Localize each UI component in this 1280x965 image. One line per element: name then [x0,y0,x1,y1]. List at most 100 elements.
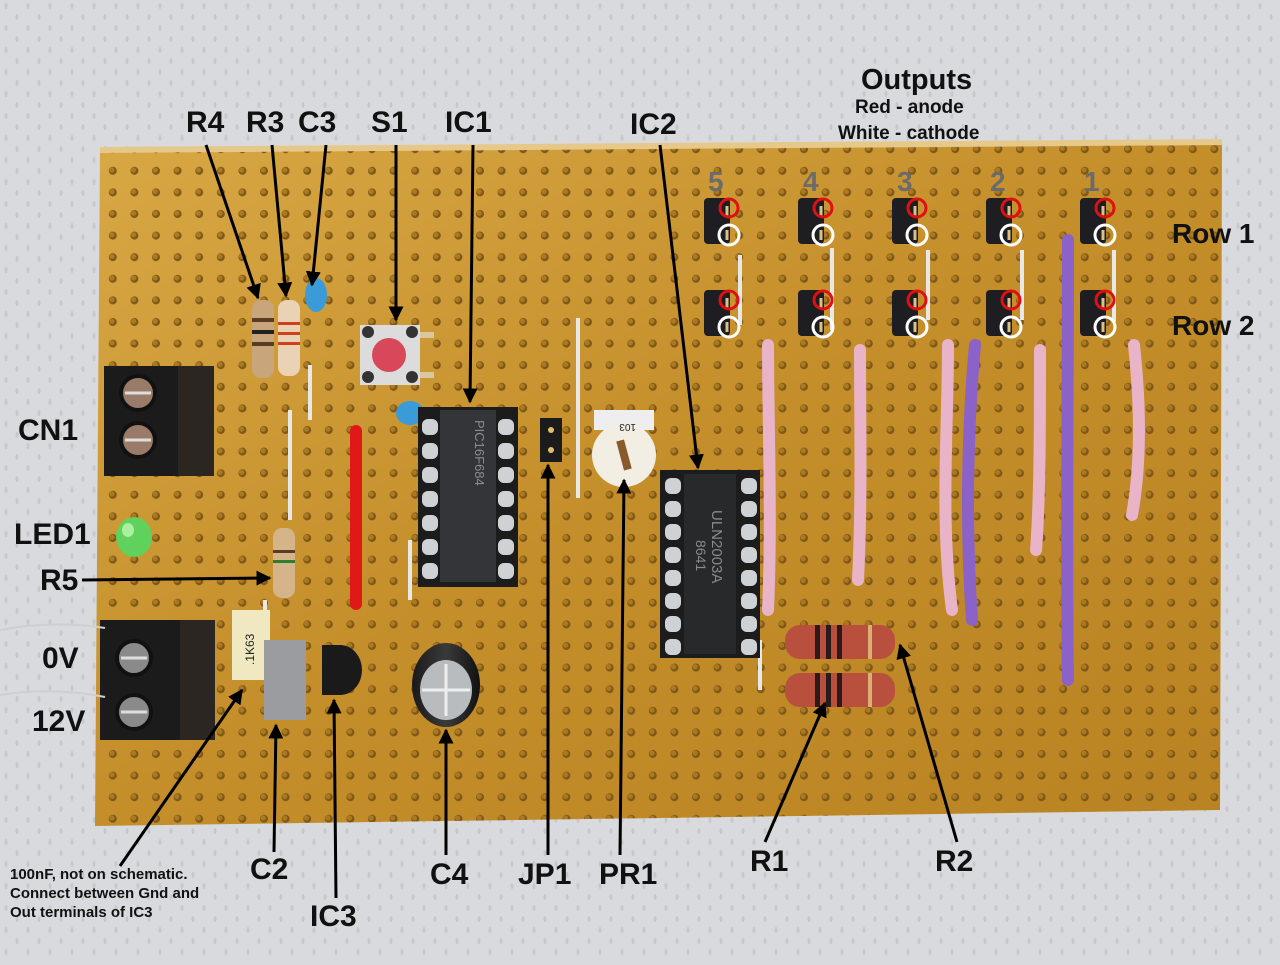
ic-pin [498,539,514,555]
arrow-c2 [268,723,284,853]
anode-marker [1000,289,1022,311]
ic-pin [422,443,438,459]
pin-header-col1-row1 [1080,197,1117,247]
cn1-terminal-block [104,366,214,476]
pin-header-body [798,290,824,336]
pin-header-col4-row2 [798,289,835,339]
ic-pin [665,547,681,563]
label-s1: S1 [371,106,408,139]
note-line-3: Out terminals of IC3 [10,904,153,921]
ic-pin [498,491,514,507]
ic-pin [741,478,757,494]
cathode-marker [1093,315,1117,339]
arrow-note [118,688,244,867]
c2-capacitor: .1K63 [232,610,306,720]
ic-pin [741,593,757,609]
pin-header-col3-row2 [892,289,929,339]
ic-pin [498,515,514,531]
c4-electrolytic-capacitor [412,643,480,727]
output-column-2: 2 [990,166,1006,197]
arrow-c3 [305,144,328,287]
ic-pin [741,639,757,655]
ic-pin [665,593,681,609]
label-12v: 12V [32,705,86,738]
pin-header-body [892,198,918,244]
outputs-title: Outputs [861,64,973,96]
c2-marking: .1K63 [243,633,257,665]
ic-pin [665,570,681,586]
outputs-cathode-legend: White - cathode [838,123,980,144]
anode-marker [1000,197,1022,219]
arrow-r2 [896,643,959,843]
pin-header-body [1080,198,1106,244]
s1-pushbutton [360,325,434,385]
annotation-arrows [81,144,959,899]
ic1-marking: PIC16F684 [472,420,487,486]
label-r5: R5 [40,564,79,597]
label-r1: R1 [750,845,789,878]
ic-pin [422,563,438,579]
arrow-r5 [81,570,272,586]
note-line-1: 100nF, not on schematic. [10,866,188,883]
label-cn1: CN1 [18,414,79,447]
anode-marker [718,197,740,219]
label-jp1: JP1 [518,858,572,891]
cathode-marker [1093,223,1117,247]
ic-pin [498,443,514,459]
cathode-marker [811,223,835,247]
pin-header-col5-row2 [704,289,741,339]
pr1-trimpot: 103 [592,410,656,487]
wire-links [263,234,1145,690]
ic-pin [665,616,681,632]
label-led1: LED1 [14,518,91,551]
ic-pin [422,491,438,507]
output-column-3: 3 [897,166,913,197]
note-100nf: 100nF, not on schematic. Connect between… [10,865,199,922]
label-pr1: PR1 [599,858,658,891]
ic-pin [422,467,438,483]
label-c3: C3 [298,106,337,139]
pin-header-col2-row2 [986,289,1023,339]
cathode-marker [717,223,741,247]
arrow-r4 [204,144,261,300]
label-c2: C2 [250,853,289,886]
ic-pin [665,524,681,540]
label-ic3: IC3 [310,900,357,933]
ic-pin [741,547,757,563]
ic-pin [665,478,681,494]
output-pin-headers [704,197,1117,339]
pin-header-col3-row1 [892,197,929,247]
label-r3: R3 [246,106,285,139]
label-r4: R4 [186,106,225,139]
label-r2: R2 [935,845,974,878]
pin-header-col4-row1 [798,197,835,247]
ic-pin [422,515,438,531]
ic2-marking-1: ULN2003A [708,510,725,583]
jp1-jumper [540,418,562,462]
led1 [116,517,152,557]
pin-header-body [986,290,1012,336]
pin-header-body [704,198,730,244]
anode-marker [906,289,928,311]
ic2-marking-2: 8641 [693,540,709,571]
r1-r2-resistors [785,625,895,707]
anode-marker [812,197,834,219]
pin-header-body [798,198,824,244]
label-ic1: IC1 [445,106,492,139]
pin-header-col5-row1 [704,197,741,247]
ic-pin [498,563,514,579]
arrow-ic1 [462,144,478,404]
pin-header-col1-row2 [1080,289,1117,339]
ic-pin [741,570,757,586]
pin-header-col2-row1 [986,197,1023,247]
pr1-marking: 103 [619,421,636,432]
ic2-chip: ULN2003A 8641 [660,470,760,658]
ic-pin [498,419,514,435]
resistors-small [252,300,300,598]
ic1-chip: PIC16F684 [418,407,518,587]
label-row-2: Row 2 [1172,310,1255,341]
ic-pin [498,467,514,483]
arrow-r3 [270,144,293,298]
anode-marker [1094,197,1116,219]
